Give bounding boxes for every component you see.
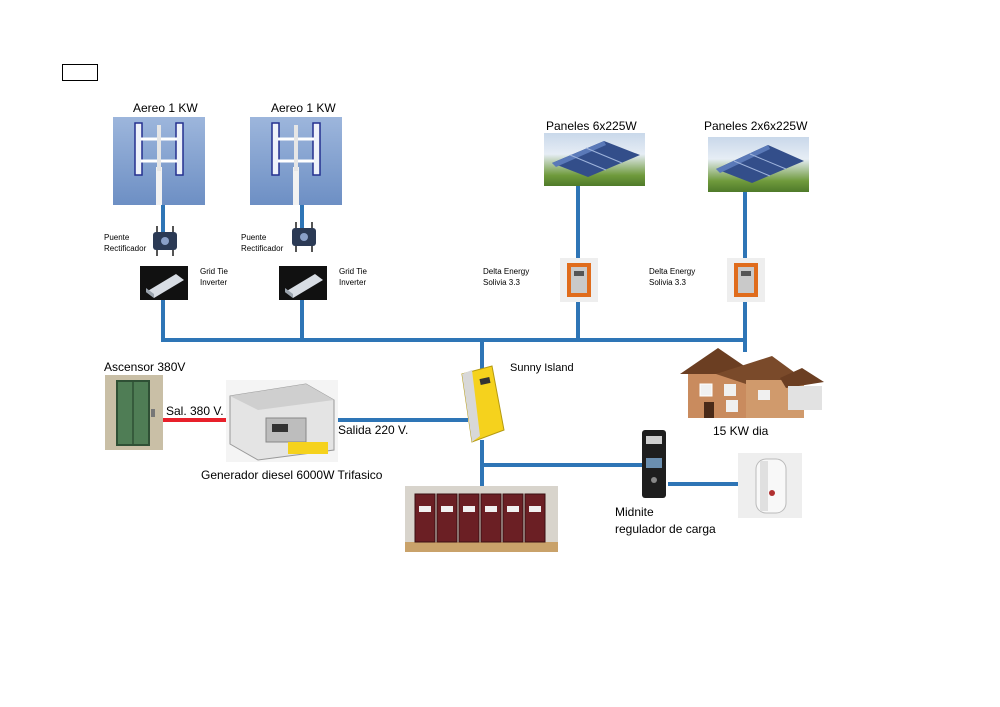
panels-2-label: Paneles 2x6x225W — [704, 119, 808, 133]
generator-label: Generador diesel 6000W Trifasico — [201, 468, 383, 482]
water-heater-image — [738, 453, 802, 518]
string-inverter-icon — [734, 263, 758, 297]
salida-220-label: Salida 220 V. — [338, 423, 409, 437]
bridge-rectifier-icon — [153, 226, 177, 256]
panels-1-label: Paneles 6x225W — [546, 119, 637, 133]
string-inverter-icon — [567, 263, 591, 297]
diesel-generator-icon — [229, 383, 335, 461]
turbine-2-label: Aereo 1 KW — [271, 101, 336, 115]
inverter-2-label: Grid Tie Inverter — [339, 267, 368, 287]
elevator-door-icon — [116, 380, 155, 446]
solar-panels-1-image — [544, 133, 645, 186]
grid-tie-inverter-icon — [285, 274, 323, 298]
generator-image — [226, 380, 338, 462]
inverter-1-label: Grid Tie Inverter — [200, 267, 229, 287]
solar-panels-2-image — [708, 137, 809, 192]
bridge-rectifier-icon — [292, 222, 316, 252]
sal-380-label: Sal. 380 V. — [166, 404, 224, 418]
charge-controller-icon — [642, 430, 666, 498]
turbine-1-label: Aereo 1 KW — [133, 101, 198, 115]
turbine-1-image — [113, 117, 205, 205]
house-icon — [680, 348, 824, 418]
battery-inverter-icon — [461, 365, 505, 443]
solar-inverter-1-label: Delta Energy Solivia 3.3 — [483, 267, 530, 287]
solar-panel-icon — [552, 141, 640, 177]
rectifier-1-label: Puente Rectificador — [104, 233, 147, 253]
elevator-image — [105, 375, 163, 450]
elevator-label: Ascensor 380V — [104, 360, 186, 374]
solar-panel-icon — [716, 145, 804, 183]
solar-inverter-2-label: Delta Energy Solivia 3.3 — [649, 267, 696, 287]
page-box — [62, 64, 98, 81]
vertical-wind-turbine-icon — [134, 122, 184, 205]
vertical-wind-turbine-icon — [271, 122, 321, 205]
sunny-island-label: Sunny Island — [510, 362, 574, 374]
rectifier-2-label: Puente Rectificador — [241, 233, 284, 253]
electric-water-heater-icon — [755, 458, 787, 514]
midnite-label: Midnite regulador de carga — [615, 505, 716, 536]
dc-bus-lines — [161, 186, 747, 488]
solar-inverter-2-image — [727, 258, 765, 302]
grid-tie-inverter-1 — [140, 266, 188, 300]
battery-bank-icon — [405, 493, 558, 552]
grid-tie-inverter-icon — [146, 274, 184, 298]
turbine-2-image — [250, 117, 342, 205]
battery-bank-image — [405, 486, 558, 552]
grid-tie-inverter-2 — [279, 266, 327, 300]
house-consumption-label: 15 KW dia — [713, 424, 769, 438]
solar-inverter-1-image — [560, 258, 598, 302]
